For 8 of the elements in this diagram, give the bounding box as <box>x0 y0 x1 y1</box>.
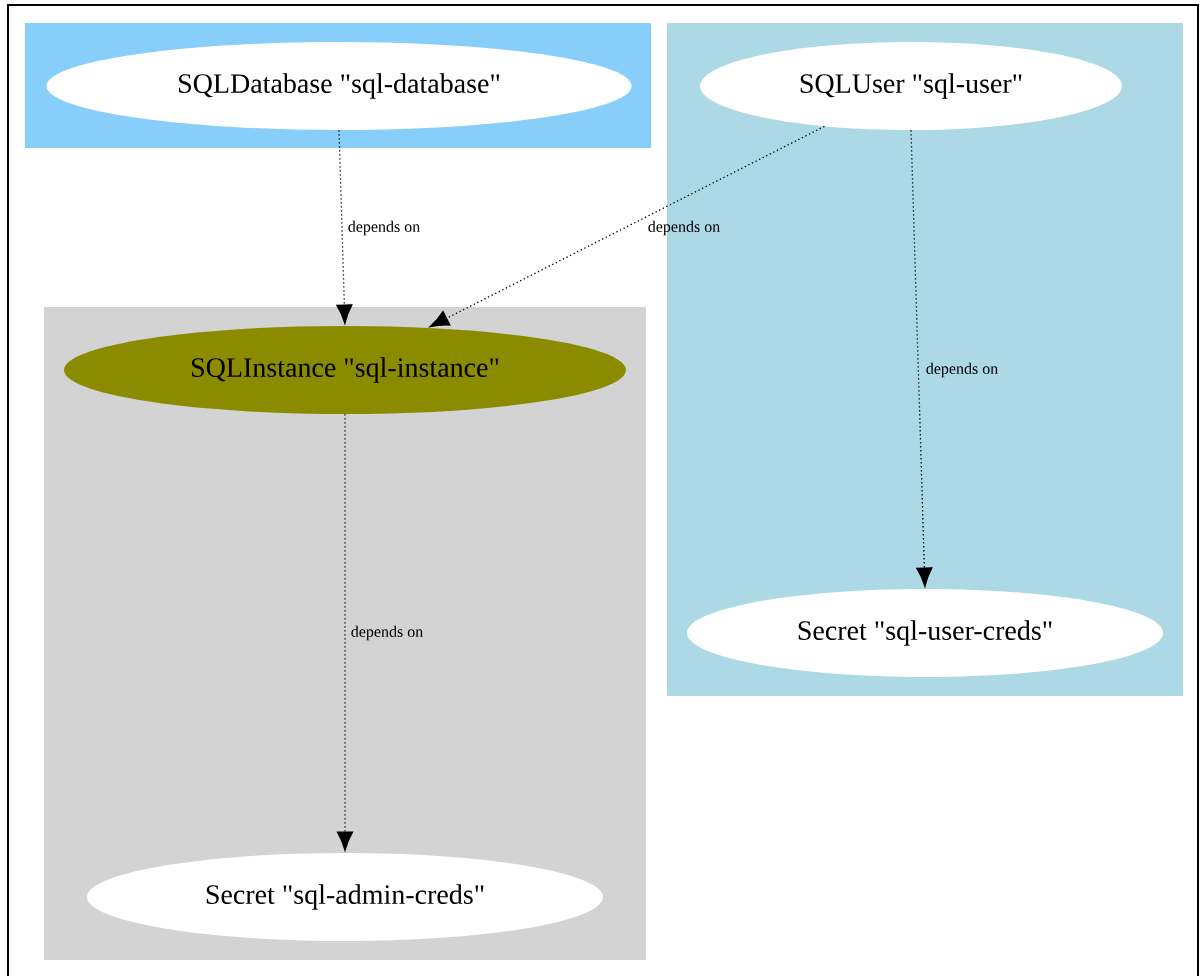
edge-label: depends on <box>926 362 998 378</box>
arrow <box>336 129 353 324</box>
edge-label: depends on <box>648 220 720 236</box>
arrow <box>910 129 933 587</box>
arrow <box>429 125 826 328</box>
arrow <box>336 413 354 851</box>
edge-label: depends on <box>351 625 423 641</box>
edge-label: depends on <box>348 220 420 236</box>
